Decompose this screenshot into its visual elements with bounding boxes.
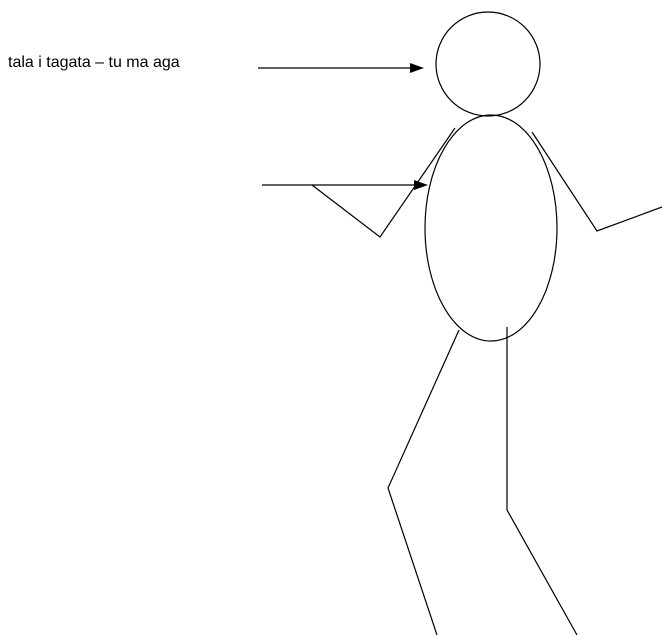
figure-left-leg <box>388 330 459 635</box>
figure-head <box>436 12 540 116</box>
body-arrow-head <box>414 180 428 190</box>
figure-right-leg <box>507 327 577 635</box>
figure-body <box>425 115 557 341</box>
head-label: tala i tagata – tu ma aga <box>8 53 180 73</box>
figure-left-arm <box>312 128 455 237</box>
head-arrow-head <box>410 63 424 73</box>
